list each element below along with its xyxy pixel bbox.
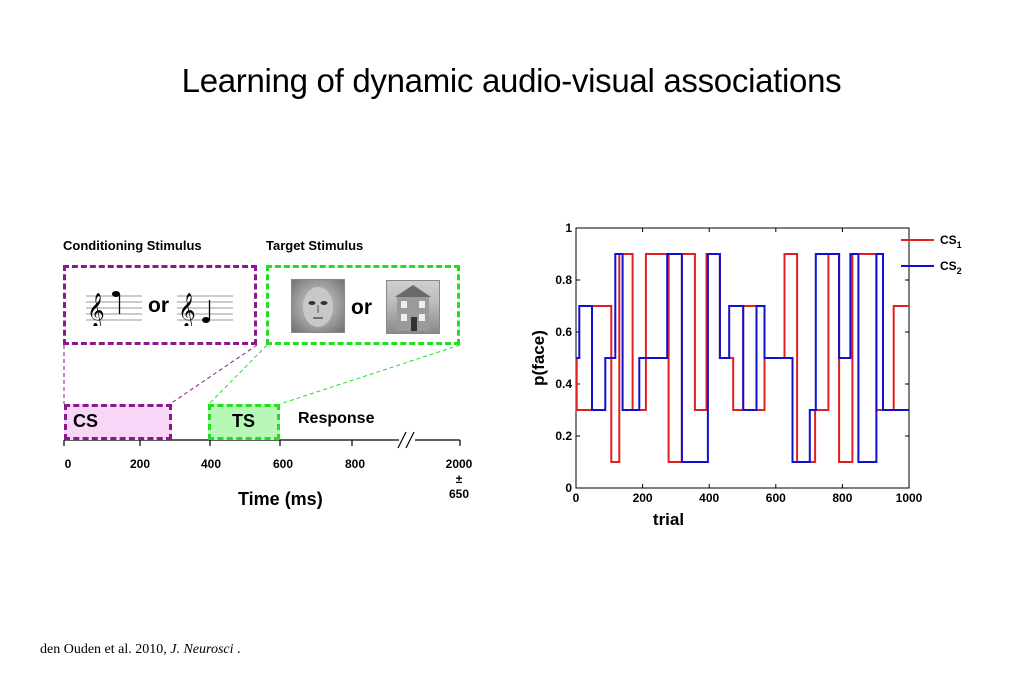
timeline-last-tick-label: 2000 ± 650 xyxy=(446,457,473,502)
series-line-cs2 xyxy=(576,253,909,463)
y-axis-label: p(face) xyxy=(529,330,548,386)
ts-interval-label: TS xyxy=(232,411,256,431)
timeline-tick-label: 800 xyxy=(344,457,366,471)
ts-header: Target Stimulus xyxy=(266,238,364,253)
music-staff-low-note-icon: 𝄞 xyxy=(177,293,233,326)
ts-interval-bar xyxy=(208,404,280,440)
or-word-ts: or xyxy=(351,296,372,319)
music-staff-high-note-icon: 𝄞 xyxy=(86,291,142,326)
cs-interval-label: CS xyxy=(73,411,99,431)
citation-tail: . xyxy=(233,642,241,657)
citation-authors: den Ouden et al. 2010, xyxy=(40,642,171,657)
timeline-last-tick-line: 650 xyxy=(448,487,470,501)
cs-header: Conditioning Stimulus xyxy=(63,238,202,253)
legend-label: CS2 xyxy=(940,259,962,276)
x-tick-label: 200 xyxy=(633,491,653,505)
x-axis-label: trial xyxy=(653,510,684,529)
svg-text:𝄞: 𝄞 xyxy=(87,293,105,326)
timeline-tick-label: 0 xyxy=(64,457,72,471)
legend-label: CS1 xyxy=(940,233,962,250)
timeline-last-tick-line: ± xyxy=(455,472,463,486)
timeline-axis-label: Time (ms) xyxy=(238,489,323,509)
ts-stimuli-box xyxy=(266,265,460,345)
citation: den Ouden et al. 2010, J. Neurosci . xyxy=(40,642,241,658)
y-tick-label: 0.2 xyxy=(555,429,572,443)
svg-text:𝄞: 𝄞 xyxy=(178,293,196,326)
face-image-icon xyxy=(291,279,345,333)
timeline-tick-label: 600 xyxy=(272,457,294,471)
response-label: Response xyxy=(298,410,375,427)
x-tick-label: 0 xyxy=(573,491,580,505)
citation-journal: J. Neurosci xyxy=(170,642,234,657)
x-tick-label: 400 xyxy=(699,491,719,505)
cs-stimuli-box xyxy=(63,265,257,345)
x-tick-label: 800 xyxy=(832,491,852,505)
y-tick-label: 1 xyxy=(565,221,572,235)
x-tick-label: 1000 xyxy=(896,491,923,505)
cs-interval-bar xyxy=(64,404,172,440)
or-word-cs: or xyxy=(148,294,169,317)
timeline-tick-label: 200 xyxy=(129,457,151,471)
y-tick-label: 0.4 xyxy=(555,377,572,391)
x-tick-label: 600 xyxy=(766,491,786,505)
y-tick-label: 0.8 xyxy=(555,273,572,287)
timeline-tick-label: 400 xyxy=(200,457,222,471)
y-tick-label: 0 xyxy=(565,481,572,495)
house-image-icon xyxy=(386,280,440,334)
timeline-connectors xyxy=(63,344,461,449)
p-face-line-chart: 0 200 400 600 800 1000 0 0.2 0.4 0.6 0.8 1 trial p(fa… xyxy=(529,221,962,529)
slide-title: Learning of dynamic audio-visual associa… xyxy=(181,62,842,99)
timeline-last-tick-line: 2000 xyxy=(445,457,473,471)
y-tick-label: 0.6 xyxy=(555,325,572,339)
